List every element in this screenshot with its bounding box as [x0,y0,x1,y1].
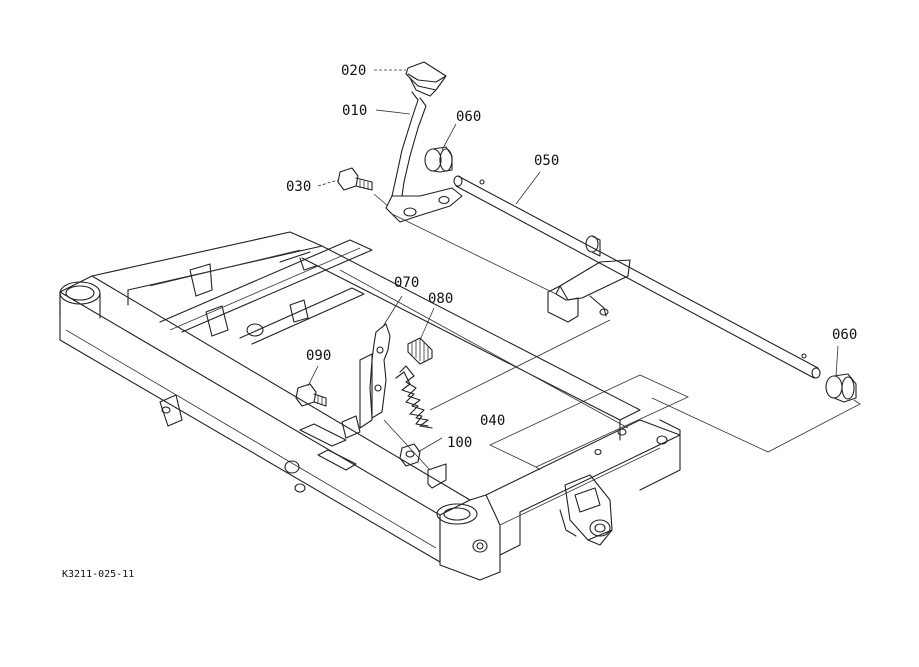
chassis-frame [59,231,681,581]
figure-reference: K3211-025-11 [62,569,134,580]
callout-040: 040 [480,413,505,429]
nut-100 [399,443,421,467]
bushing-upper [424,146,453,173]
small-bracket [341,415,447,489]
cross-shaft [453,175,821,379]
callout-100: 100 [447,435,472,451]
spring-080 [407,337,433,365]
callout-060-lower: 060 [832,327,857,343]
callout-020: 020 [341,63,366,79]
pedal-pad[interactable] [405,61,447,97]
callout-050: 050 [534,153,559,169]
brake-pedal-arm[interactable] [385,91,463,223]
lever-rod-outline-040 [489,374,689,471]
bolt-030 [337,167,373,191]
callout-030: 030 [286,179,311,195]
callout-060-upper: 060 [456,109,481,125]
callout-labels: 020 010 060 050 030 060 070 080 090 040 … [62,63,857,580]
leader-lines [307,69,861,471]
callout-090: 090 [306,348,331,364]
tension-spring [395,365,433,429]
callout-010: 010 [342,103,367,119]
return-lever-070 [359,323,391,429]
bolt-090 [295,383,327,407]
callout-080: 080 [428,291,453,307]
bushing-lower [825,373,857,403]
callout-070: 070 [394,275,419,291]
